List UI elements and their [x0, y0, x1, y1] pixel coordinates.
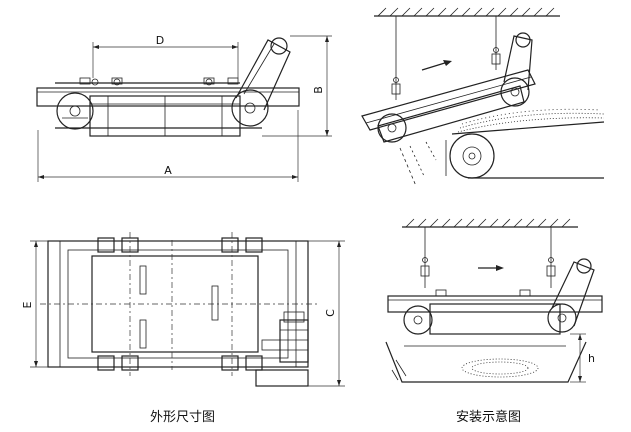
dimension-label-c: C: [324, 309, 337, 317]
drive-arm: [235, 39, 291, 111]
conveyor-head-pulley: [449, 133, 495, 179]
inclined-frame: [361, 69, 536, 131]
frame-rail: [36, 87, 300, 107]
inclined-installation-view: [361, 7, 605, 187]
horizontal-installation-view: h: [385, 218, 603, 383]
drive-motor: [279, 319, 309, 363]
dimension-label-d: D: [156, 34, 164, 47]
right-drum: [231, 89, 269, 127]
side-elevation-view: D A B: [36, 34, 332, 182]
caption-installation-view: 安装示意图: [456, 410, 522, 425]
plan-view: E C: [21, 232, 345, 387]
belt-trough: [385, 341, 587, 383]
dimension-label-a: A: [164, 164, 172, 177]
left-drum: [56, 92, 94, 130]
dimension-label-h: h: [588, 352, 595, 365]
dimension-label-b: B: [312, 86, 325, 94]
dimension-label-e: E: [21, 301, 34, 308]
bearing-block: [97, 237, 115, 253]
caption-dimension-view: 外形尺寸图: [150, 410, 216, 425]
